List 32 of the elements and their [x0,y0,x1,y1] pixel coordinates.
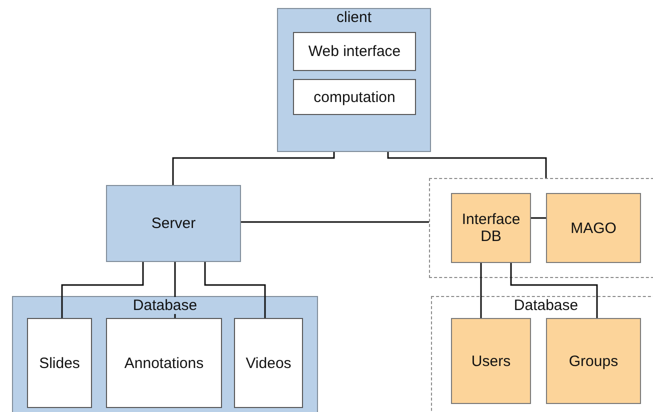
box-label: computation [312,88,396,106]
table-box [27,318,92,408]
box-label: Groups [568,352,620,370]
box-label: Annotations [123,354,205,372]
connector-line [204,262,266,318]
component-box [293,32,416,71]
box-label: Web interface [307,43,402,60]
connector-line [61,262,144,318]
box-label: Server [150,215,197,232]
connector-line [510,263,598,318]
connector-line [480,263,482,318]
database-box [12,296,318,412]
database-box [451,193,531,263]
connector-line [387,152,547,178]
table-box [234,318,303,408]
connector-line [172,152,335,185]
box-label: Interface DB [460,211,522,245]
component-box [293,79,416,115]
table-box [451,318,531,404]
box-label: Users [470,352,512,370]
connector-line [531,217,546,219]
box-label: MAGO [570,220,618,236]
database-box [431,296,653,412]
box-label: Videos [244,354,292,372]
box-label: Slides [38,354,81,372]
table-box [546,318,641,404]
module-box [546,193,641,263]
client-box [277,8,431,152]
group-box [429,178,653,278]
server-box [106,185,241,262]
table-box [106,318,222,408]
connector-line [241,221,429,223]
